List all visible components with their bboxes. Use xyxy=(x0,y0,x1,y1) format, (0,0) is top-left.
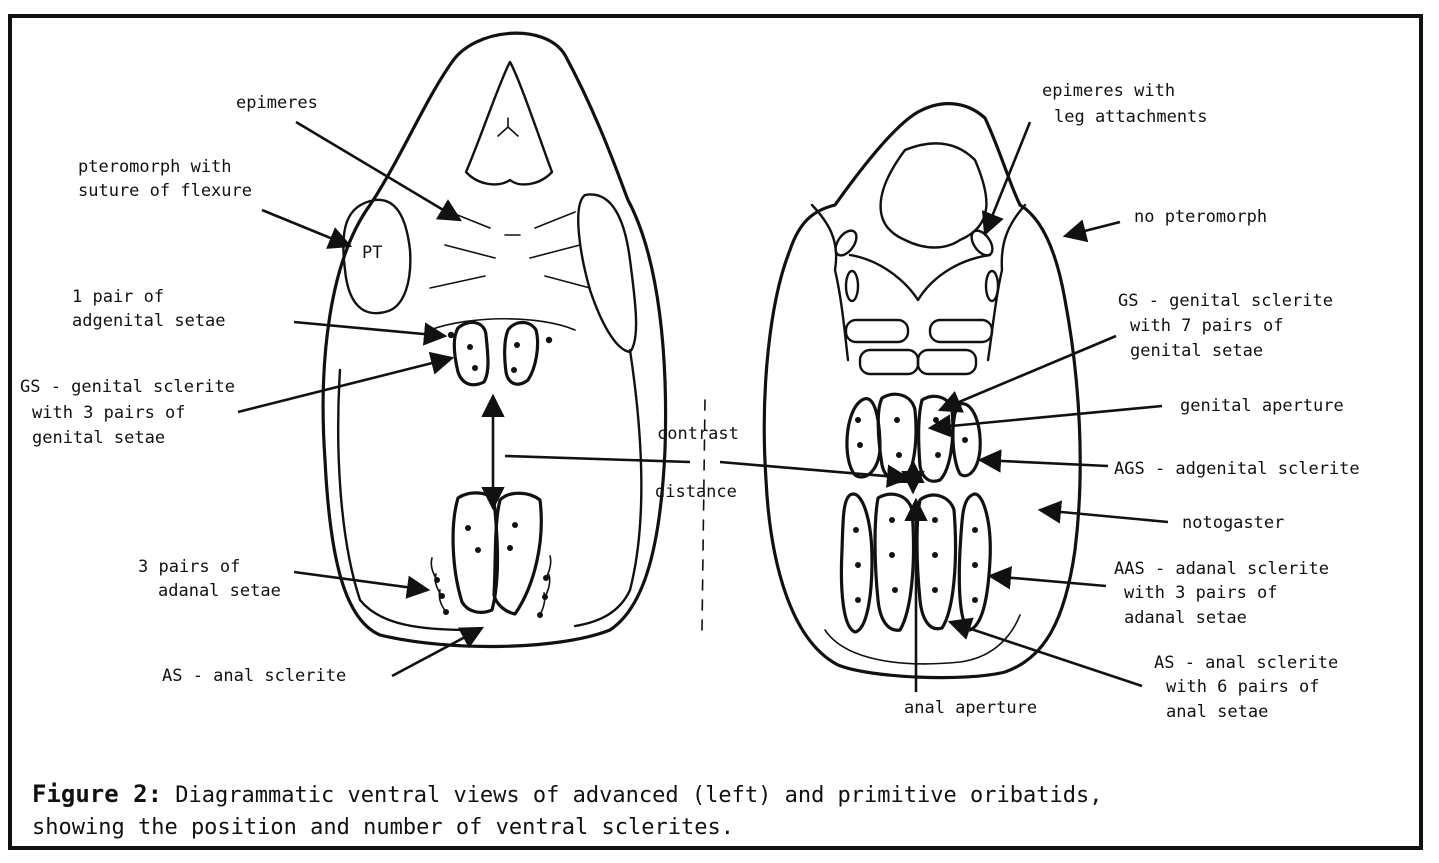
label-adanal-l1: 3 pairs of xyxy=(138,557,240,577)
label-aas-l2: with 3 pairs of xyxy=(1124,583,1278,603)
left-anal-sclerite-left xyxy=(453,493,497,612)
label-left-gs-l3: genital setae xyxy=(32,428,165,448)
right-prodorsum xyxy=(881,143,987,247)
label-left-gs-l2: with 3 pairs of xyxy=(32,403,186,423)
right-inner-margin xyxy=(825,615,1020,664)
left-genital-sclerite-left xyxy=(454,322,488,384)
label-right-gs-l2: with 7 pairs of xyxy=(1130,316,1284,336)
labels: epimeres pteromorph with suture of flexu… xyxy=(20,81,1360,722)
right-genital-sclerite-right xyxy=(919,396,953,481)
label-notogaster: notogaster xyxy=(1182,513,1284,533)
label-left-gs-l1: GS - genital sclerite xyxy=(20,377,235,397)
pt-label: PT xyxy=(362,243,382,263)
label-distance: distance xyxy=(655,482,737,502)
pointer-arrows xyxy=(238,122,1168,692)
caption-label: Figure 2: xyxy=(32,780,162,808)
label-epimeres-leg-l1: epimeres with xyxy=(1042,81,1175,101)
label-adanal-l2: adanal setae xyxy=(158,581,281,601)
right-epimere-frame xyxy=(812,205,1025,360)
label-adgenital-l2: adgenital setae xyxy=(72,311,226,331)
label-pteromorph-l1: pteromorph with xyxy=(78,157,232,177)
left-genital-sclerite-right xyxy=(505,323,538,385)
label-anal-aperture: anal aperture xyxy=(904,698,1037,718)
right-anal-sclerite-right xyxy=(917,495,956,629)
label-aas-l3: adanal setae xyxy=(1124,608,1247,628)
right-body-outline xyxy=(764,104,1080,678)
left-body-inner xyxy=(338,350,641,630)
left-specimen: PT xyxy=(323,33,665,646)
label-right-gs-l1: GS - genital sclerite xyxy=(1118,291,1333,311)
label-epimeres-leg-l2: leg attachments xyxy=(1054,107,1208,127)
left-anal-setae xyxy=(465,522,518,553)
label-genital-aperture: genital aperture xyxy=(1180,396,1344,416)
left-prodorsum xyxy=(466,62,552,184)
label-right-as-l1: AS - anal sclerite xyxy=(1154,653,1338,673)
right-specimen xyxy=(764,104,1080,678)
left-prodorsum-mark xyxy=(498,118,518,136)
label-right-as-l2: with 6 pairs of xyxy=(1166,677,1320,697)
caption-line-2: showing the position and number of ventr… xyxy=(32,815,734,840)
right-leg-attachments xyxy=(831,227,998,374)
label-adgenital-l1: 1 pair of xyxy=(72,287,164,307)
label-epimeres: epimeres xyxy=(236,93,318,113)
left-anal-sclerite-right xyxy=(494,493,541,614)
left-epimere-lines xyxy=(430,212,590,288)
right-anal-sclerite-left xyxy=(875,494,914,630)
left-genital-arc xyxy=(430,319,575,330)
label-aas-l1: AAS - adanal sclerite xyxy=(1114,559,1329,579)
label-ags: AGS - adgenital sclerite xyxy=(1114,459,1360,479)
caption-line-1: Diagrammatic ventral views of advanced (… xyxy=(175,783,1102,808)
right-genital-sclerite-left xyxy=(878,394,916,481)
left-pteromorph-right xyxy=(578,194,636,352)
label-no-pteromorph: no pteromorph xyxy=(1134,207,1267,227)
label-right-gs-l3: genital setae xyxy=(1130,341,1263,361)
label-contrast: contrast xyxy=(657,424,739,444)
right-adgenital-sclerite-left xyxy=(847,399,880,477)
label-left-as: AS - anal sclerite xyxy=(162,666,346,686)
label-right-as-l3: anal setae xyxy=(1166,702,1268,722)
label-pteromorph-l2: suture of flexure xyxy=(78,181,252,201)
figure-caption: Figure 2: Diagrammatic ventral views of … xyxy=(32,778,1412,844)
